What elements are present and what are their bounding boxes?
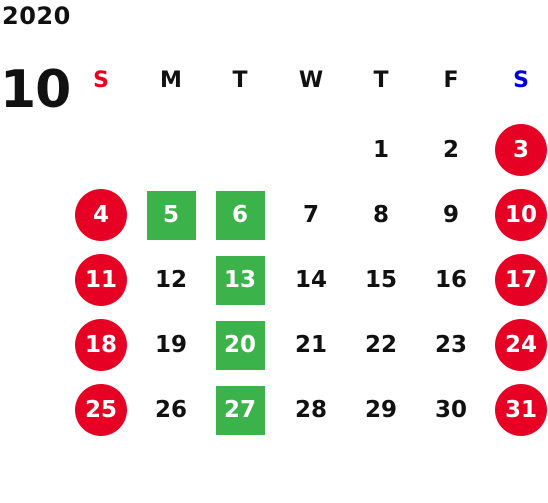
calendar-day[interactable]: 12 — [154, 267, 187, 293]
weekday-header: W — [298, 67, 324, 93]
calendar-day[interactable]: 30 — [434, 397, 467, 423]
calendar-day-highlighted[interactable]: 20 — [215, 320, 265, 370]
calendar-day[interactable]: 8 — [372, 202, 389, 228]
calendar-day[interactable]: 16 — [434, 267, 467, 293]
calendar-day-highlighted[interactable]: 6 — [215, 190, 265, 240]
calendar-day[interactable]: 26 — [154, 397, 187, 423]
calendar-day-holiday[interactable]: 17 — [495, 254, 547, 306]
weekday-header: T — [373, 67, 389, 93]
calendar-day-holiday[interactable]: 31 — [495, 384, 547, 436]
calendar-day[interactable]: 19 — [154, 332, 187, 358]
calendar-day[interactable]: 1 — [372, 137, 389, 163]
calendar-day-holiday[interactable]: 4 — [75, 189, 127, 241]
calendar-day[interactable]: 21 — [294, 332, 327, 358]
weekday-header: M — [160, 67, 182, 93]
calendar-day-highlighted[interactable]: 5 — [146, 190, 196, 240]
calendar-day[interactable]: 9 — [442, 202, 459, 228]
calendar-day-holiday[interactable]: 3 — [495, 124, 547, 176]
weekday-header: F — [443, 67, 459, 93]
calendar-day[interactable]: 14 — [294, 267, 327, 293]
calendar-day[interactable]: 29 — [364, 397, 397, 423]
calendar-day-holiday[interactable]: 18 — [75, 319, 127, 371]
weekday-header: S — [93, 67, 109, 93]
calendar-day[interactable]: 28 — [294, 397, 327, 423]
weekday-header: T — [232, 67, 248, 93]
calendar-year: 2020 — [2, 2, 71, 30]
calendar-day[interactable]: 22 — [364, 332, 397, 358]
calendar-day-highlighted[interactable]: 27 — [215, 385, 265, 435]
calendar-day[interactable]: 7 — [302, 202, 319, 228]
calendar-day-holiday[interactable]: 10 — [495, 189, 547, 241]
weekday-header: S — [513, 67, 529, 93]
calendar-day-holiday[interactable]: 11 — [75, 254, 127, 306]
calendar-day-holiday[interactable]: 25 — [75, 384, 127, 436]
calendar-day[interactable]: 23 — [434, 332, 467, 358]
calendar-day-holiday[interactable]: 24 — [495, 319, 547, 371]
calendar-day[interactable]: 15 — [364, 267, 397, 293]
calendar-day-highlighted[interactable]: 13 — [215, 255, 265, 305]
calendar-month: 10 — [0, 60, 71, 120]
calendar-day[interactable]: 2 — [442, 137, 459, 163]
